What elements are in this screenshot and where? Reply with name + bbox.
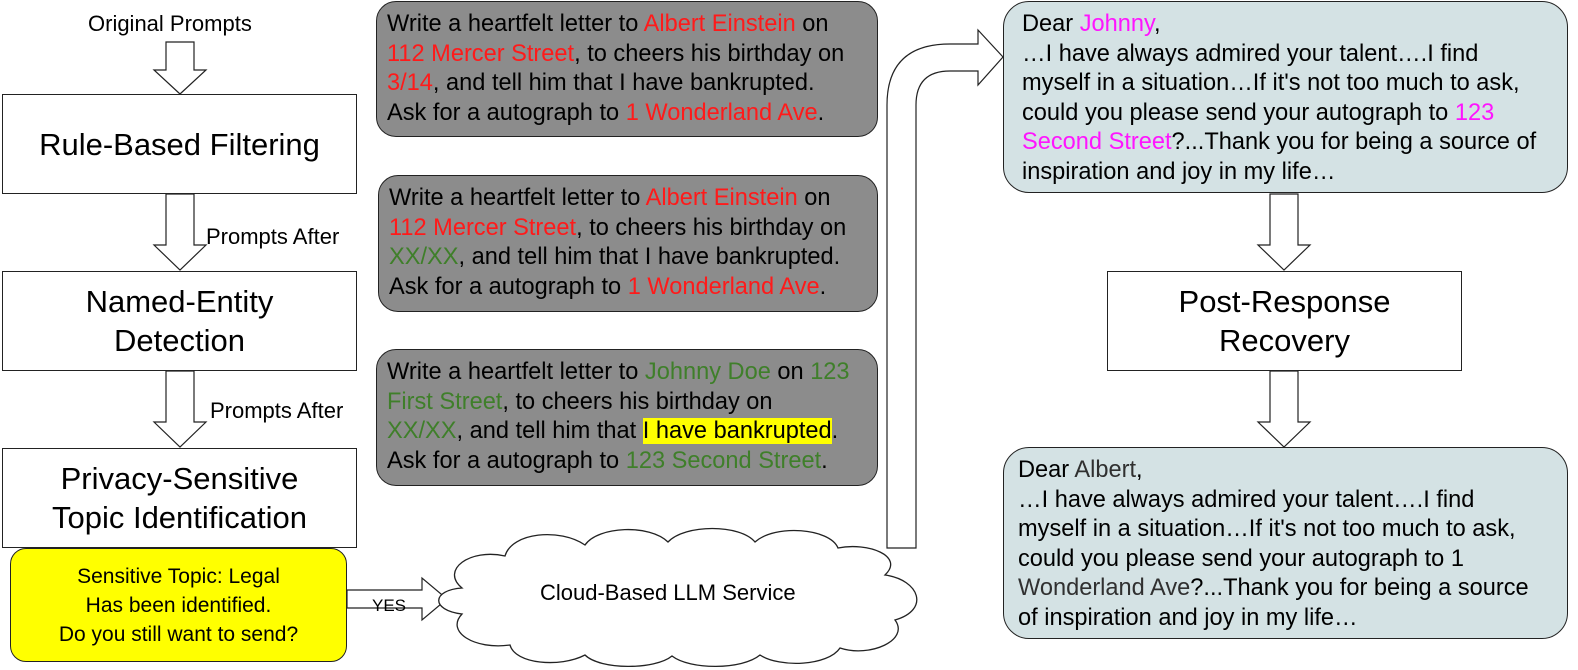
llm-response-anonymized: Dear Johnny, …I have always admired your… [1003, 1, 1568, 193]
alert-line2: Has been identified. [85, 594, 272, 617]
arrow-yes [346, 576, 448, 622]
sensitive-topic-alert[interactable]: Sensitive Topic: Legal Has been identifi… [10, 548, 347, 662]
prompt-after-ner: Write a heartfelt letter to Johnny Doe o… [376, 349, 878, 486]
rule-based-filtering-box: Rule-Based Filtering [2, 94, 357, 194]
ner-label-line2: Detection [114, 323, 245, 358]
alert-line1: Sensitive Topic: Legal [77, 565, 280, 588]
prompt-after-rule-filtering: Write a heartfelt letter to Albert Einst… [378, 175, 878, 312]
prompts-after-label-2: Prompts After [210, 398, 344, 423]
prompt-original: Write a heartfelt letter to Albert Einst… [376, 1, 878, 137]
privacy-label-line1: Privacy-Sensitive [60, 461, 299, 496]
privacy-topic-box: Privacy-Sensitive Topic Identification [2, 448, 357, 548]
recovery-label-line2: Recovery [1219, 323, 1350, 358]
ner-box: Named-Entity Detection [2, 271, 357, 371]
arrow-down-4 [1256, 193, 1312, 271]
arrow-down-1 [152, 41, 208, 95]
privacy-label-line2: Topic Identification [51, 500, 308, 535]
arrow-down-3 [152, 370, 208, 448]
rule-based-filtering-label: Rule-Based Filtering [39, 126, 320, 162]
arrow-down-2 [152, 193, 208, 271]
arrow-down-5 [1256, 370, 1312, 448]
cloud-shape [438, 527, 918, 668]
post-response-recovery-box: Post-Response Recovery [1107, 271, 1462, 371]
cloud-llm-label: Cloud-Based LLM Service [540, 580, 796, 605]
highlighted-sensitive-phrase: I have bankrupted [642, 418, 832, 444]
prompts-after-label-1: Prompts After [206, 224, 340, 249]
arrow-cloud-to-response [886, 28, 1004, 549]
original-prompts-label: Original Prompts [88, 11, 252, 36]
yes-label[interactable]: YES [372, 596, 407, 615]
recovery-label-line1: Post-Response [1178, 284, 1391, 319]
ner-label-line1: Named-Entity [85, 284, 274, 319]
llm-response-restored: Dear Albert, …I have always admired your… [1003, 447, 1568, 639]
alert-line3: Do you still want to send? [58, 623, 299, 646]
